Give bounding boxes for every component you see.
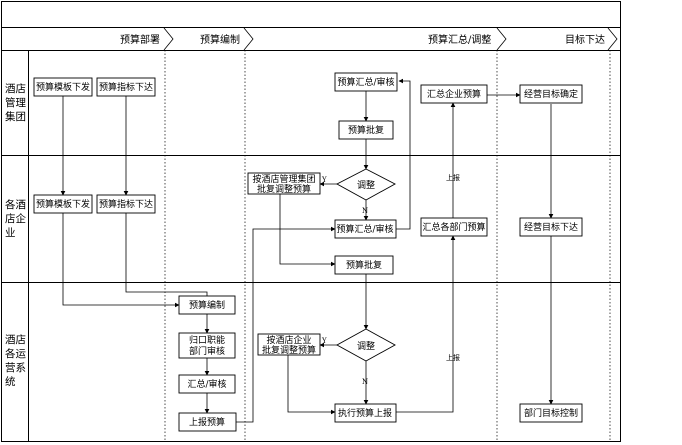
label-hotel-adjust-line2: 批复调整预算 xyxy=(257,183,311,195)
label-group-consolidate: 汇总企业预算 xyxy=(427,88,481,100)
label-ops-prepare: 预算编制 xyxy=(189,299,225,311)
label-group-target-set: 经营目标确定 xyxy=(524,88,578,100)
edge-label-y2: Y xyxy=(321,337,327,345)
edge-label-y1: Y xyxy=(321,176,327,184)
box-group-consolidate xyxy=(420,84,488,104)
svg-text:店企: 店企 xyxy=(5,212,26,225)
box-ops-prepare xyxy=(178,295,236,315)
box-ops-adjust xyxy=(257,333,321,356)
phase-label-target: 目标下达 xyxy=(565,34,605,46)
box-hotel-approval xyxy=(334,255,394,275)
box-group-target-issue xyxy=(96,77,156,97)
phase-header-dividers xyxy=(163,27,618,51)
phase-header-labels: 预算部署 预算编制 预算汇总/调整 目标下达 xyxy=(120,33,605,46)
svg-text:管理: 管理 xyxy=(5,96,26,109)
label-hotel-template-issue: 预算模板下发 xyxy=(36,198,90,210)
box-ops-target-control xyxy=(519,403,583,423)
box-ops-summary-review xyxy=(178,374,236,394)
box-group-approval xyxy=(338,120,394,140)
label-hotel-target-issue-final: 经营目标下达 xyxy=(524,221,578,233)
phase-label-deploy: 预算部署 xyxy=(120,33,160,46)
decision-ops-adjust xyxy=(336,328,396,362)
lane-label-hotel: 各酒 店企 业 xyxy=(5,198,26,239)
diagram-frame xyxy=(1,1,621,442)
label-ops-adjust-line1: 按酒店企业 xyxy=(266,334,311,346)
label-ops-summary-review: 汇总/审核 xyxy=(187,378,226,390)
label-group-approval: 预算批复 xyxy=(348,124,384,136)
decision-hotel-adjust xyxy=(336,168,396,201)
box-labels: 预算模板下发 预算指标下达 预算汇总/审核 预算批复 汇总企业预算 经营目标确定… xyxy=(36,76,578,428)
edge-labels: Y N Y N 上报 上报 xyxy=(321,173,460,386)
box-hotel-dept-summary xyxy=(420,217,488,237)
svg-text:统: 统 xyxy=(5,375,16,388)
lane-label-operations: 酒店 各运 营系 统 xyxy=(5,333,26,388)
box-hotel-adjust xyxy=(247,172,321,195)
phase-separators xyxy=(164,50,611,441)
svg-text:酒店: 酒店 xyxy=(5,82,26,95)
connectors xyxy=(60,78,554,423)
lane-label-group: 酒店 管理 集团 xyxy=(5,82,26,123)
box-ops-dept-review xyxy=(178,332,236,359)
edge-label-report-upper: 上报 xyxy=(446,173,460,182)
lane-labels: 酒店 管理 集团 各酒 店企 业 酒店 各运 营系 统 xyxy=(5,82,26,388)
label-ops-submit: 上报预算 xyxy=(189,416,225,428)
label-ops-adjust-line2: 批复调整预算 xyxy=(262,344,316,356)
box-ops-execute xyxy=(334,403,397,423)
label-group-summary-review: 预算汇总/审核 xyxy=(337,76,394,88)
box-hotel-summary-review xyxy=(334,219,397,239)
box-hotel-target-issue-final xyxy=(519,217,583,237)
decision-diamonds xyxy=(336,168,396,362)
label-ops-dept-review-line2: 部门审核 xyxy=(189,345,225,357)
box-group-summary-review xyxy=(334,72,398,92)
label-group-template-issue: 预算模板下发 xyxy=(36,81,90,93)
box-group-target-set xyxy=(519,84,583,104)
label-ops-execute: 执行预算上报 xyxy=(338,407,392,419)
label-hotel-dept-summary: 汇总各部门预算 xyxy=(422,221,485,233)
label-hotel-target-issue: 预算指标下达 xyxy=(99,198,153,210)
label-group-target-issue: 预算指标下达 xyxy=(99,81,153,93)
phase-label-prepare: 预算编制 xyxy=(200,33,240,46)
label-decision-hotel: 调整 xyxy=(357,179,375,191)
label-hotel-summary-review: 预算汇总/审核 xyxy=(336,223,393,235)
process-boxes xyxy=(33,72,583,432)
box-group-template-issue xyxy=(33,77,93,97)
edge-label-report-lower: 上报 xyxy=(446,353,460,362)
box-hotel-template-issue xyxy=(33,194,93,214)
box-ops-submit xyxy=(178,412,237,432)
label-hotel-approval: 预算批复 xyxy=(346,259,382,271)
svg-text:营系: 营系 xyxy=(5,361,26,374)
label-ops-dept-review-line1: 归口职能 xyxy=(189,334,225,346)
svg-text:酒店: 酒店 xyxy=(5,333,26,346)
svg-text:各运: 各运 xyxy=(5,347,26,360)
label-decision-ops: 调整 xyxy=(357,340,375,352)
phase-label-consolidate: 预算汇总/调整 xyxy=(428,33,491,46)
edge-label-n2: N xyxy=(362,378,368,386)
svg-text:各酒: 各酒 xyxy=(5,198,26,211)
svg-text:业: 业 xyxy=(5,227,16,239)
label-ops-target-control: 部门目标控制 xyxy=(524,407,578,419)
edge-label-n1: N xyxy=(362,207,368,215)
svg-text:集团: 集团 xyxy=(5,110,26,123)
box-hotel-target-issue xyxy=(96,194,156,214)
label-hotel-adjust-line1: 按酒店管理集团 xyxy=(252,173,315,185)
